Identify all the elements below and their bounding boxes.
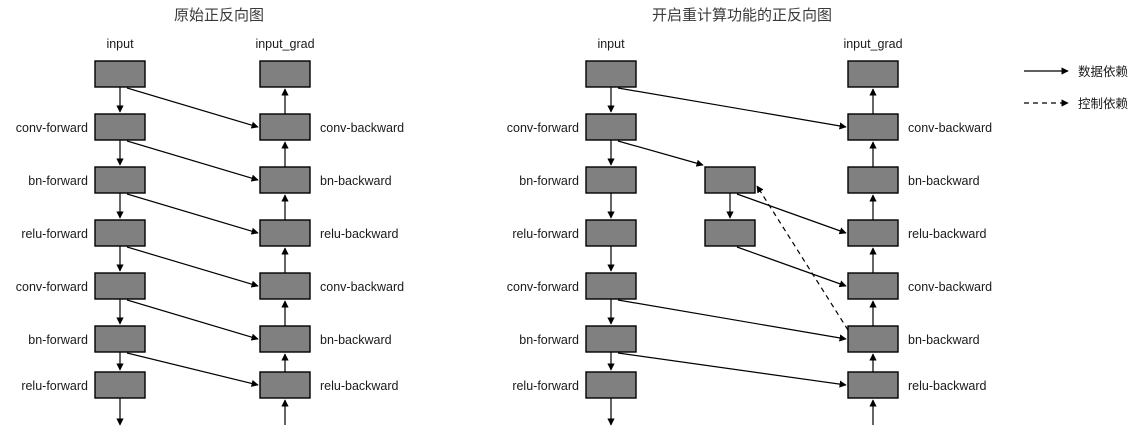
- edge-data-dep-conv-forward-2-to-bn-backward-2: [617, 299, 847, 342]
- node-relu-backward-2-recompute[interactable]: [847, 371, 899, 399]
- node-conv-forward-2-recompute[interactable]: [585, 272, 637, 300]
- label-bn-backward-2-original: bn-backward: [320, 333, 392, 347]
- label-bn-forward-2-original: bn-forward: [28, 333, 88, 347]
- node-relu-forward-2-recompute[interactable]: [585, 371, 637, 399]
- edge-data-dep-6-original: [126, 352, 259, 387]
- column-header-input-recompute: input: [597, 37, 625, 51]
- node-conv-forward-1-original[interactable]: [94, 113, 146, 141]
- label-conv-forward-1-recompute: conv-forward: [507, 121, 579, 135]
- label-relu-forward-2-original: relu-forward: [21, 379, 88, 393]
- node-relu-backward-1-original[interactable]: [259, 219, 311, 247]
- label-conv-forward-1-original: conv-forward: [16, 121, 88, 135]
- label-conv-backward-1-recompute: conv-backward: [908, 121, 992, 135]
- node-relu-forward-1-recompute[interactable]: [585, 219, 637, 247]
- edge-data-dep-3-original: [126, 193, 259, 235]
- column-header-input-grad-original: input_grad: [255, 37, 314, 51]
- edge-data-dep-5-original: [126, 299, 259, 341]
- node-forward-input-recompute[interactable]: [585, 60, 637, 88]
- node-relu-backward-2-original[interactable]: [259, 371, 311, 399]
- label-bn-backward-1-original: bn-backward: [320, 174, 392, 188]
- legend-label-data-dependency: 数据依赖: [1078, 64, 1129, 79]
- node-backward-input-grad-recompute[interactable]: [847, 60, 899, 88]
- node-bn-backward-1-recompute[interactable]: [847, 166, 899, 194]
- node-bn-forward-1-original[interactable]: [94, 166, 146, 194]
- label-bn-forward-2-recompute: bn-forward: [519, 333, 579, 347]
- node-bn-backward-2-original[interactable]: [259, 325, 311, 353]
- label-relu-backward-2-original: relu-backward: [320, 379, 399, 393]
- label-conv-backward-1-original: conv-backward: [320, 121, 404, 135]
- label-bn-forward-1-original: bn-forward: [28, 174, 88, 188]
- node-conv-backward-1-original[interactable]: [259, 113, 311, 141]
- node-recompute-bn[interactable]: [704, 166, 756, 194]
- edge-data-dep-recompute-bn-to-relu-backward: [736, 193, 847, 235]
- edge-data-dep-1-original: [126, 87, 259, 129]
- node-conv-backward-1-recompute[interactable]: [847, 113, 899, 141]
- label-relu-forward-1-original: relu-forward: [21, 227, 88, 241]
- node-relu-forward-2-original[interactable]: [94, 371, 146, 399]
- edge-data-dep-bn-forward-2-to-relu-backward-2: [617, 352, 847, 388]
- label-relu-backward-2-recompute: relu-backward: [908, 379, 987, 393]
- node-relu-backward-1-recompute[interactable]: [847, 219, 899, 247]
- diagram-original: 原始正反向图 input input_grad conv-forward bn-…: [16, 7, 404, 426]
- column-header-input-original: input: [106, 37, 134, 51]
- label-conv-forward-2-recompute: conv-forward: [507, 280, 579, 294]
- label-conv-forward-2-original: conv-forward: [16, 280, 88, 294]
- label-bn-backward-1-recompute: bn-backward: [908, 174, 980, 188]
- label-bn-forward-1-recompute: bn-forward: [519, 174, 579, 188]
- node-conv-forward-1-recompute[interactable]: [585, 113, 637, 141]
- label-relu-forward-1-recompute: relu-forward: [512, 227, 579, 241]
- label-relu-backward-1-recompute: relu-backward: [908, 227, 987, 241]
- edge-data-dep-2-original: [126, 140, 259, 182]
- node-bn-forward-2-original[interactable]: [94, 325, 146, 353]
- label-relu-forward-2-recompute: relu-forward: [512, 379, 579, 393]
- column-header-input-grad-recompute: input_grad: [843, 37, 902, 51]
- node-bn-backward-2-recompute[interactable]: [847, 325, 899, 353]
- node-conv-backward-2-recompute[interactable]: [847, 272, 899, 300]
- node-bn-forward-1-recompute[interactable]: [585, 166, 637, 194]
- label-conv-backward-2-recompute: conv-backward: [908, 280, 992, 294]
- label-bn-backward-2-recompute: bn-backward: [908, 333, 980, 347]
- label-relu-backward-1-original: relu-backward: [320, 227, 399, 241]
- diagram-recompute: 开启重计算功能的正反向图 input input_grad conv-forwa…: [507, 6, 992, 426]
- node-relu-forward-1-original[interactable]: [94, 219, 146, 247]
- node-bn-forward-2-recompute[interactable]: [585, 325, 637, 353]
- edge-data-dep-input-to-conv-backward-recompute: [617, 87, 847, 130]
- diagram-title-original: 原始正反向图: [174, 7, 264, 24]
- edge-data-dep-recompute-relu-to-conv-backward: [736, 246, 847, 288]
- node-conv-backward-2-original[interactable]: [259, 272, 311, 300]
- edge-data-dep-4-original: [126, 246, 259, 288]
- node-forward-input-original[interactable]: [94, 60, 146, 88]
- legend-label-control-dependency: 控制依赖: [1078, 96, 1129, 111]
- edge-data-dep-conv-forward-to-recompute-bn: [617, 140, 704, 167]
- node-backward-input-grad-original[interactable]: [259, 60, 311, 88]
- edge-control-dep-bn-backward-to-recompute-bn: [756, 185, 849, 331]
- legend: 数据依赖 控制依赖: [1024, 64, 1129, 111]
- diagram-title-recompute: 开启重计算功能的正反向图: [652, 6, 832, 24]
- label-conv-backward-2-original: conv-backward: [320, 280, 404, 294]
- node-conv-forward-2-original[interactable]: [94, 272, 146, 300]
- node-recompute-relu[interactable]: [704, 219, 756, 247]
- node-bn-backward-1-original[interactable]: [259, 166, 311, 194]
